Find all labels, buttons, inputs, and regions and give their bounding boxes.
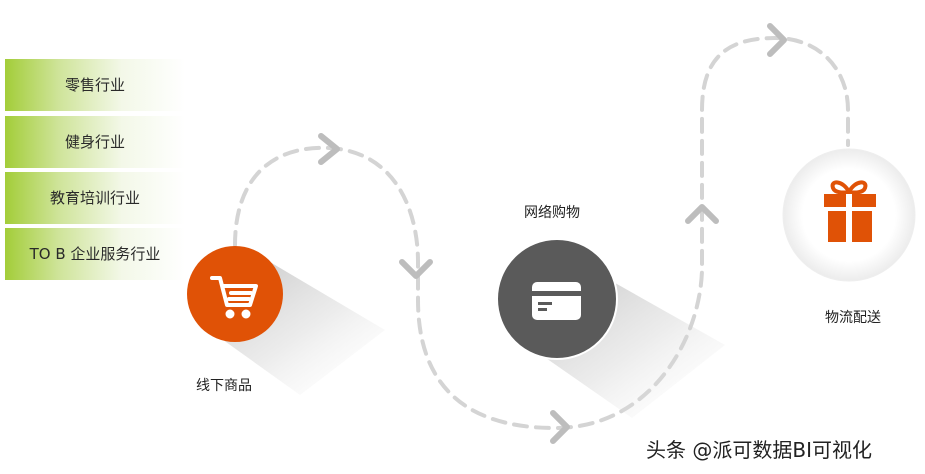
credit-card-icon: [532, 282, 581, 320]
industry-tob-services: TO B 企业服务行业: [5, 228, 185, 280]
arrow-up-icon: [685, 204, 719, 224]
arrow-down-icon: [399, 259, 433, 279]
shopping-cart-icon: [210, 276, 258, 319]
gift-icon: [824, 180, 876, 242]
industry-education: 教育培训行业: [5, 172, 185, 224]
node-logistics-label: 物流配送: [825, 310, 881, 326]
arrow-right-icon: [318, 133, 340, 165]
arrow-right-icon: [767, 23, 787, 57]
node-online-label: 网络购物: [524, 205, 580, 221]
node-offline: [187, 246, 283, 342]
node-online: [496, 238, 618, 360]
industry-fitness: 健身行业: [5, 116, 185, 168]
node-logistics: [782, 148, 916, 282]
flow-path: [233, 35, 850, 431]
watermark: 头条 @派可数据BI可视化: [646, 438, 872, 462]
industry-retail: 零售行业: [5, 59, 185, 111]
arrow-right-icon: [550, 410, 570, 444]
node-offline-label: 线下商品: [196, 378, 252, 394]
